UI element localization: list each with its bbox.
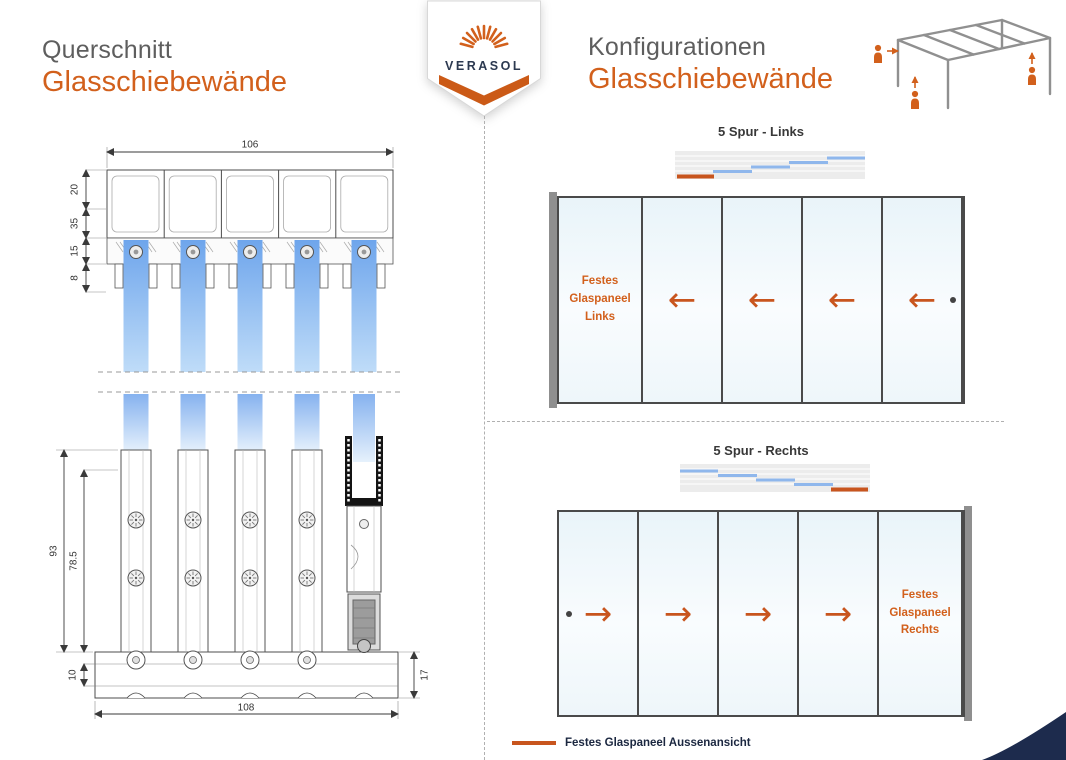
panel-row-links: Festes Glaspaneel Links ← ← ← ← (557, 196, 965, 404)
sliding-glass-panel: → (559, 512, 639, 715)
wall-bar-right (964, 506, 972, 721)
sliding-glass-panel: ← (723, 198, 803, 402)
svg-text:78.5: 78.5 (69, 551, 80, 571)
right-heading: Konfigurationen Glasschiebewände (588, 33, 833, 96)
legend-fixed-panel-line (512, 741, 556, 745)
config-links-title: 5 Spur - Links (718, 124, 804, 139)
dim-lower-inner: 78.5 (69, 469, 118, 653)
left-heading: Querschnitt Glasschiebewände (42, 36, 287, 99)
fixed-glass-panel: Festes Glaspaneel Rechts (879, 512, 963, 715)
slide-left-arrow-icon: ← (827, 280, 857, 320)
svg-text:15: 15 (70, 245, 81, 257)
verasol-logo: VERASOL (426, 0, 542, 120)
handle-dot (566, 610, 572, 617)
svg-text:35: 35 (70, 218, 81, 230)
fixed-panel-label: Festes Glaspaneel Links (569, 275, 631, 323)
dim-base-width: 108 (94, 701, 399, 719)
left-heading-main: Glasschiebewände (42, 66, 288, 98)
pergola-frame (896, 18, 1052, 110)
brand-name: VERASOL (445, 59, 523, 73)
roller-carriage (346, 505, 382, 653)
chevron-icon (439, 75, 529, 106)
wall-bar-left (549, 192, 557, 408)
slide-left-arrow-icon: ← (667, 280, 697, 320)
right-heading-main: Glasschiebewände (588, 63, 834, 95)
slide-left-arrow-icon: ← (747, 280, 777, 320)
fixed-track-segment (831, 487, 868, 492)
panel-row-rechts: → → → → Festes Glaspaneel Rechts (557, 510, 965, 717)
track-diagram-rechts (680, 464, 870, 492)
fixed-panel-label: Festes Glaspaneel Rechts (889, 588, 951, 637)
dim-top-width: 106 (106, 140, 394, 168)
person-icons (874, 44, 1036, 109)
sliding-glass-panel: ← (643, 198, 723, 402)
glass-panels-lower (123, 394, 320, 452)
verasol-logo-badge: VERASOL (427, 0, 541, 117)
dim-base-height: 17 (399, 651, 431, 699)
vertical-divider (484, 116, 485, 760)
slide-right-arrow-icon: → (823, 593, 853, 634)
pergola-illustration (874, 18, 1052, 110)
slide-right-arrow-icon: → (663, 593, 693, 634)
slide-right-arrow-icon: → (583, 593, 613, 634)
fixed-glass-panel: Festes Glaspaneel Links (559, 198, 643, 402)
svg-text:17: 17 (420, 669, 431, 681)
handle-dot (950, 297, 956, 303)
fixed-track-segment (677, 174, 714, 179)
svg-text:93: 93 (49, 545, 60, 557)
svg-text:8: 8 (70, 275, 81, 281)
left-heading-sub: Querschnitt (42, 36, 173, 64)
sliding-glass-panel: ← (883, 198, 963, 402)
head-rail (106, 169, 394, 265)
corner-accent (982, 712, 1066, 760)
track-diagram-links (675, 151, 865, 179)
svg-text:108: 108 (238, 703, 255, 714)
dim-head-chain: 20 35 15 8 (70, 169, 106, 293)
config-divider (487, 421, 1004, 422)
legend: Festes Glaspaneel Aussenansicht (512, 737, 751, 749)
sliding-glass-panel: → (639, 512, 719, 715)
svg-text:10: 10 (68, 669, 79, 681)
sliding-glass-panel: → (719, 512, 799, 715)
slide-right-arrow-icon: → (743, 593, 773, 634)
dim-base-inner: 10 (68, 663, 96, 687)
fixed-panel-u-profile (345, 394, 383, 506)
break-lines (98, 371, 404, 393)
sliding-glass-panel: → (799, 512, 879, 715)
legend-label: Festes Glaspaneel Aussenansicht (565, 737, 751, 749)
svg-text:20: 20 (70, 184, 81, 196)
sunburst-icon (459, 24, 509, 49)
sliding-glass-panel: ← (803, 198, 883, 402)
right-heading-sub: Konfigurationen (588, 33, 767, 61)
bottom-channels (121, 450, 322, 669)
svg-text:106: 106 (242, 140, 259, 151)
dim-lower-total: 93 (49, 449, 118, 653)
cross-section-drawing: 106 20 35 15 8 (49, 140, 431, 719)
config-rechts-title: 5 Spur - Rechts (713, 443, 809, 458)
slide-left-arrow-icon: ← (907, 280, 937, 320)
